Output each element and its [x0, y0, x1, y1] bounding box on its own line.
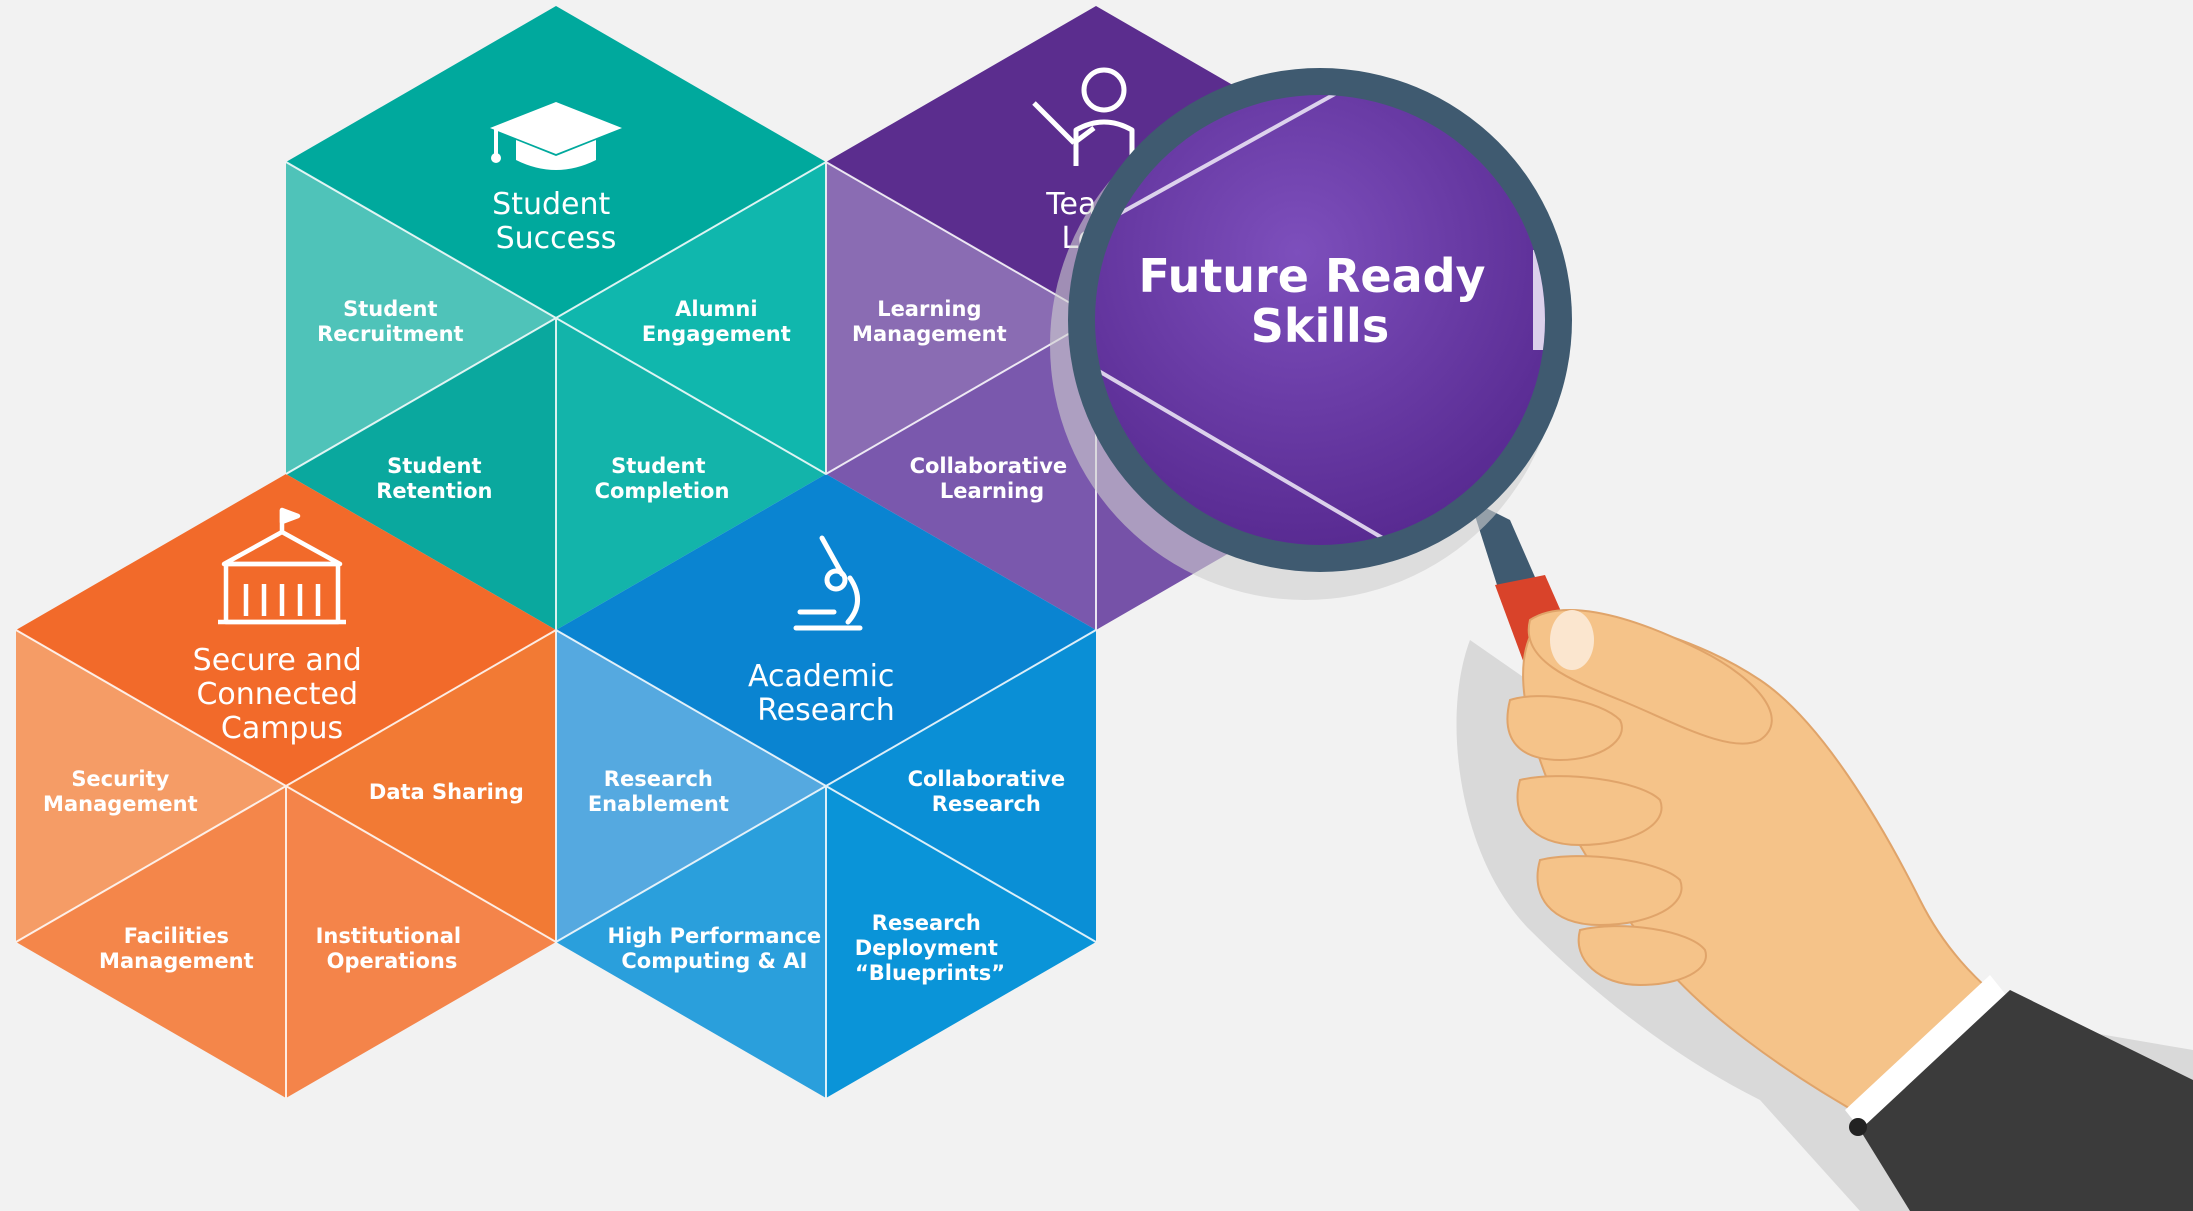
svg-text:Student Recruitment: Student Recruitment Alumni Engagement St… — [317, 297, 798, 503]
hand-finger-3 — [1536, 855, 1683, 927]
hex-title-line: Academic — [748, 659, 894, 694]
segment-label: Learning — [877, 297, 981, 321]
magnifier-lens: Future Ready Skills — [1050, 68, 1572, 600]
lens-label-line: Future Ready — [1138, 249, 1485, 303]
segment-label: High Performance — [608, 924, 822, 948]
hand-illustration — [1506, 609, 2193, 1211]
segment-label: Alumni — [675, 297, 757, 321]
hand-finger-2 — [1516, 775, 1663, 847]
segment-label: Data Sharing — [369, 780, 524, 804]
segment-research-enablement[interactable] — [556, 630, 826, 942]
lens-label-line: Skills — [1251, 299, 1389, 353]
segment-label: Management — [852, 322, 1007, 346]
segment-label: “Blueprints” — [855, 961, 1005, 985]
campus-building-icon — [218, 507, 346, 625]
lens-glass — [1095, 95, 1545, 545]
segment-student-retention[interactable] — [286, 318, 556, 630]
hex-title-line: Campus — [221, 711, 343, 746]
segment-label: Retention — [376, 479, 492, 503]
hand-finger-1 — [1506, 695, 1623, 762]
segment-label: Institutional — [316, 924, 461, 948]
segment-hpc-ai[interactable] — [556, 786, 826, 1098]
svg-text:Student Success: Student Success — [492, 187, 620, 256]
cuff — [1845, 975, 2010, 1135]
segment-label: Collaborative — [908, 767, 1066, 791]
segment-label: Completion — [595, 479, 730, 503]
segment-facilities-management[interactable] — [16, 786, 286, 1098]
segment-label: Management — [43, 792, 198, 816]
segment-label: Security — [71, 767, 169, 791]
segment-alumni-engagement[interactable] — [556, 162, 826, 474]
hand-finger-4 — [1577, 925, 1707, 987]
segment-label: Student — [343, 297, 437, 321]
cufflink — [1849, 1118, 1867, 1136]
segment-data-sharing[interactable] — [286, 630, 556, 942]
segment-label: Management — [99, 949, 254, 973]
svg-text:Security Management: Security Management Data Sharing Facilit… — [43, 767, 531, 973]
segment-label: Engagement — [642, 322, 791, 346]
hex-title-line: Secure and — [193, 643, 362, 678]
svg-text:Academic Research: Academic Research — [748, 659, 904, 728]
segment-label: Student — [611, 454, 705, 478]
segment-learning-management[interactable] — [826, 162, 1096, 474]
microscope-icon — [793, 535, 863, 631]
hex-title-line: Research — [757, 693, 895, 728]
segment-label: Recruitment — [317, 322, 464, 346]
teacher-pointer-icon — [1032, 67, 1135, 166]
svg-text:Research Enablement: Research Enablement Collaborative Resear… — [588, 767, 1073, 985]
segment-label: Deployment — [855, 936, 998, 960]
segment-label: Facilities — [124, 924, 229, 948]
segment-label: Computing & AI — [621, 949, 807, 973]
segment-label: Learning — [940, 479, 1044, 503]
segment-institutional-operations[interactable] — [286, 786, 556, 1098]
segment-label: Enablement — [588, 792, 729, 816]
svg-text:Learning Management: Learning Management Collaborative Learni… — [852, 297, 1074, 503]
sleeve — [1860, 990, 2193, 1211]
hex-title-line: Student — [492, 187, 610, 222]
hex-title-line: Connected — [196, 677, 358, 712]
svg-text:Secure and Connected: Secure and Connected Campus — [193, 643, 372, 746]
segment-student-completion[interactable] — [556, 318, 826, 630]
segment-collaborative-research[interactable] — [826, 630, 1096, 942]
segment-research-deployment-blueprints[interactable] — [826, 786, 1096, 1098]
segment-label: Research — [932, 792, 1041, 816]
svg-text:Future Ready Skills: Future Ready Skills — [1138, 249, 1501, 353]
segment-label: Research — [604, 767, 713, 791]
segment-collaborative-learning[interactable] — [826, 318, 1096, 630]
thumbnail — [1550, 610, 1594, 670]
segment-label: Collaborative — [910, 454, 1068, 478]
segment-label: Operations — [327, 949, 458, 973]
segment-security-management[interactable] — [16, 630, 286, 942]
hex-title-line: Success — [496, 221, 617, 256]
segment-label: Research — [872, 911, 981, 935]
segment-student-recruitment[interactable] — [286, 162, 556, 474]
graduation-cap-icon — [490, 102, 622, 170]
segment-label: Student — [387, 454, 481, 478]
